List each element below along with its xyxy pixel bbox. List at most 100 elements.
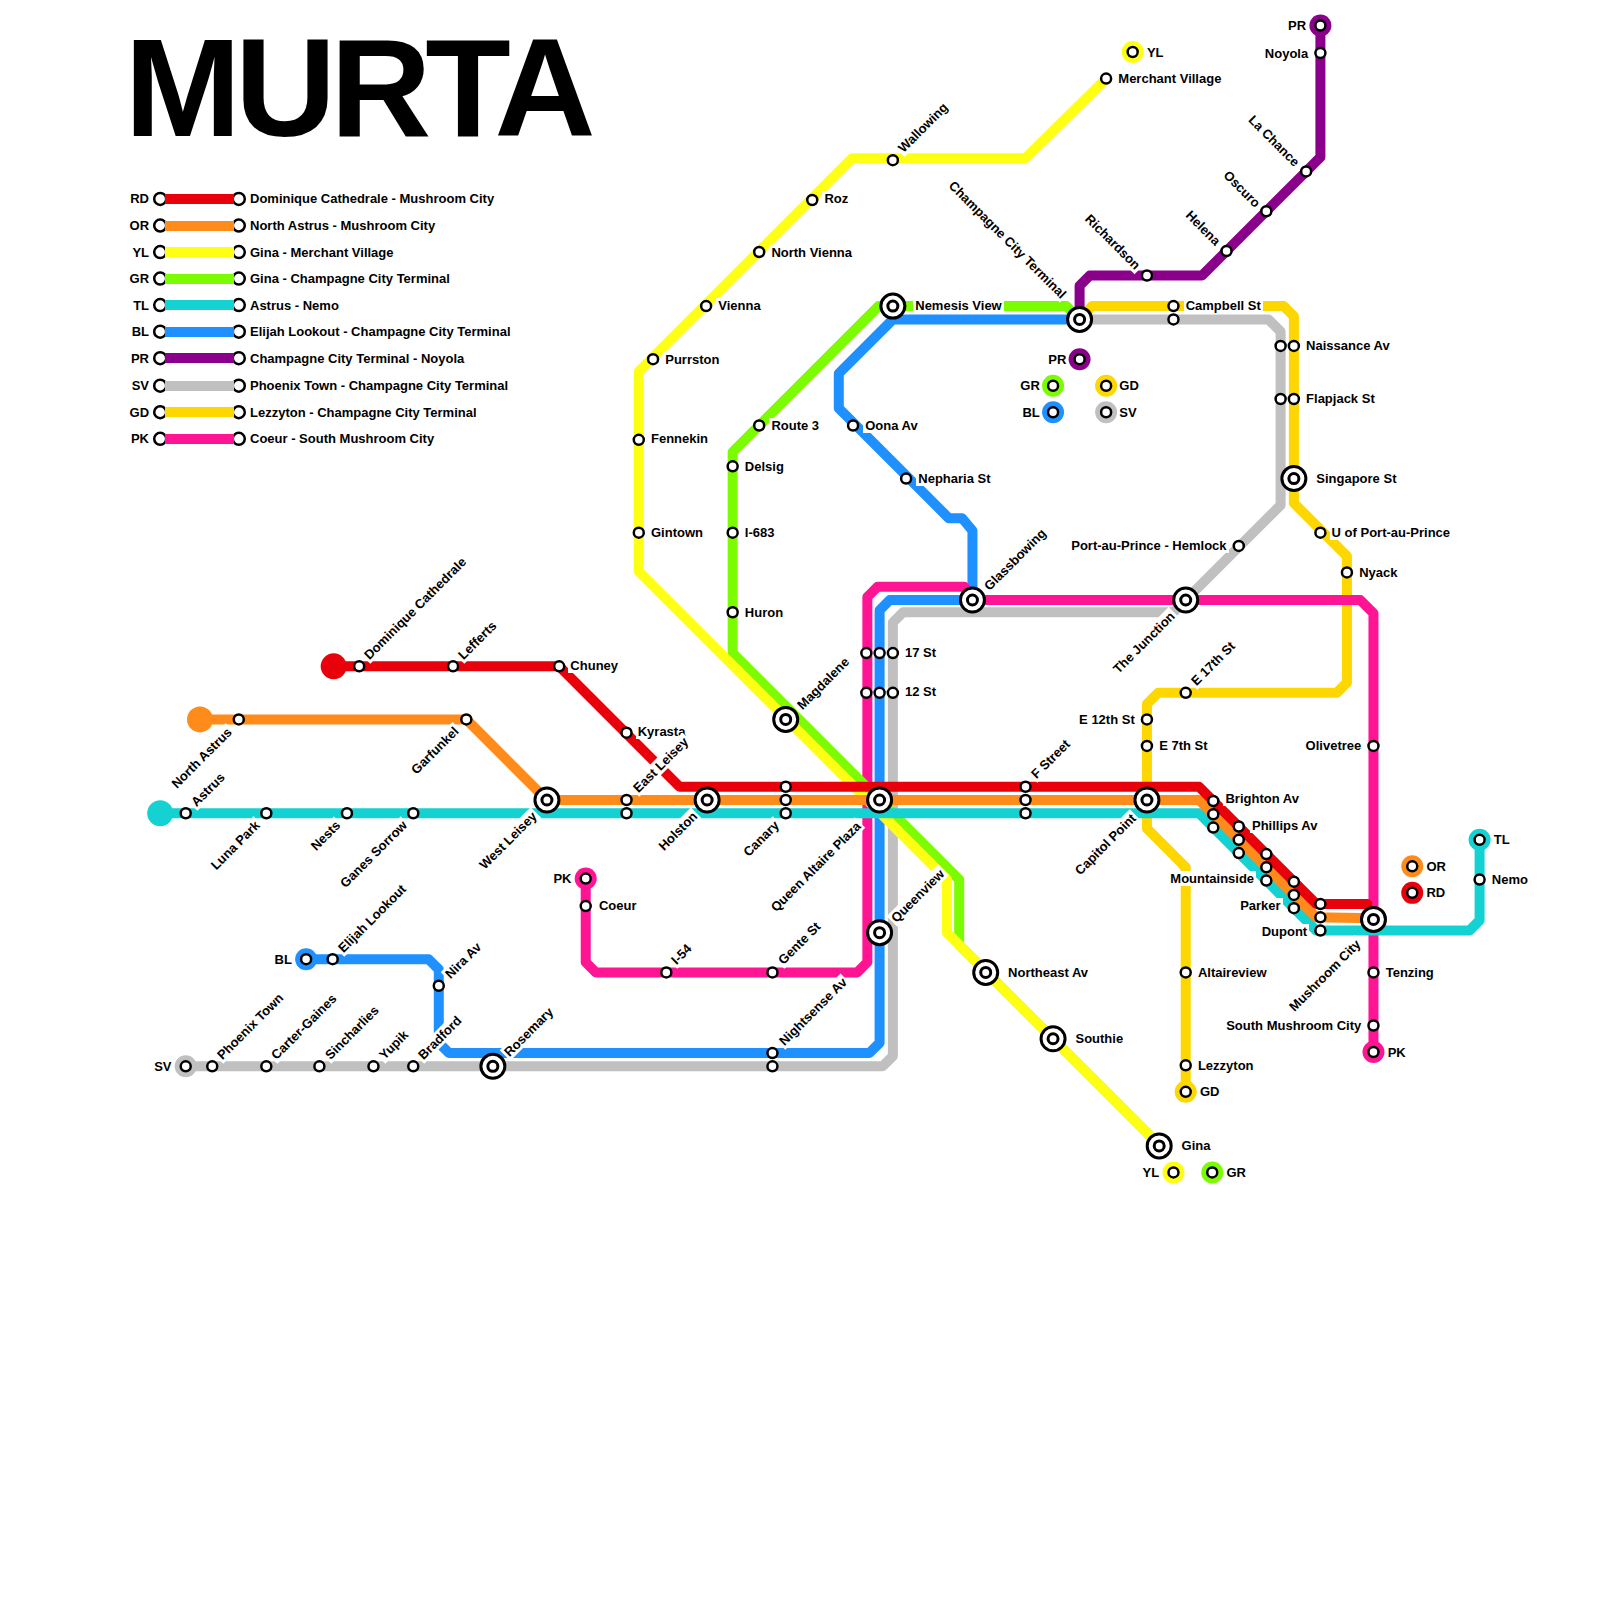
station-marker <box>622 795 632 805</box>
station-marker <box>781 795 791 805</box>
station-marker <box>888 688 898 698</box>
badge-disc <box>1162 1161 1184 1183</box>
station-marker <box>901 474 911 484</box>
line-badge <box>1122 41 1144 63</box>
badge-disc <box>1469 829 1491 851</box>
station-marker <box>661 967 671 977</box>
station-marker <box>1261 849 1271 859</box>
station-label: Delsig <box>743 459 786 474</box>
badge-core <box>1181 1087 1191 1097</box>
interchange-core <box>542 795 552 805</box>
station-marker <box>1289 394 1299 404</box>
badge-disc <box>1095 375 1117 397</box>
station-label: Huron <box>743 605 785 620</box>
station-label: Fennekin <box>649 431 710 446</box>
interchange-core <box>488 1061 498 1071</box>
line-code: BL <box>130 324 151 339</box>
station-label: 17 St <box>903 645 938 660</box>
station-marker <box>207 1061 217 1071</box>
station-marker <box>581 901 591 911</box>
legend-end-marker <box>233 352 245 364</box>
station-label: Altaireview <box>1196 965 1269 980</box>
station-label: Gente St <box>773 917 824 968</box>
station-marker <box>1021 782 1031 792</box>
terminal-code: GR <box>1224 1165 1248 1180</box>
station-label: U of Port-au-Prince <box>1330 525 1452 540</box>
badge-core <box>301 954 311 964</box>
interchange-core <box>1368 914 1378 924</box>
terminal-code: TL <box>1492 832 1512 847</box>
station-marker <box>354 661 364 671</box>
legend-text: North Astrus - Mushroom City <box>250 218 435 233</box>
station-label: Coeur <box>597 898 639 913</box>
legend-end-marker <box>233 220 245 232</box>
track-line <box>1080 26 1321 320</box>
station-label: I-54 <box>667 939 696 968</box>
line-code: TL <box>131 298 151 313</box>
badge-disc <box>1401 882 1423 904</box>
station-marker <box>1101 74 1111 84</box>
station-label: Nyack <box>1357 565 1399 580</box>
map-title: MURTA <box>124 18 589 158</box>
interchange-marker <box>1135 788 1159 812</box>
station-marker <box>767 967 777 977</box>
terminal-code: PK <box>1386 1045 1408 1060</box>
station-marker <box>1181 688 1191 698</box>
line-badge <box>1401 855 1423 877</box>
track-line <box>639 79 1159 1145</box>
station-label: Chuney <box>568 658 620 673</box>
station-marker <box>408 808 418 818</box>
station-label: Lezzyton <box>1196 1058 1256 1073</box>
station-marker <box>434 981 444 991</box>
station-marker <box>1234 822 1244 832</box>
interchange-core <box>1048 1034 1058 1044</box>
line-code: YL <box>130 245 151 260</box>
line-badge <box>295 948 317 970</box>
line-badge <box>175 1055 197 1077</box>
station-marker <box>1289 890 1299 900</box>
interchange-core <box>1075 314 1085 324</box>
interchange-marker <box>1041 1027 1065 1051</box>
station-label: Campbell St <box>1184 298 1263 313</box>
interchange-ring <box>695 788 719 812</box>
station-label: 12 St <box>903 684 938 699</box>
legend-end-marker <box>233 406 245 418</box>
station-label: Northeast Av <box>1006 965 1090 980</box>
station-marker <box>314 1061 324 1071</box>
line-code: PK <box>129 431 151 446</box>
station-label: Richardson <box>1081 210 1145 274</box>
interchange-marker <box>1361 907 1385 931</box>
station-label: Port-au-Prince - Hemlock <box>1069 538 1228 553</box>
station-marker <box>1234 848 1244 858</box>
station-marker <box>1368 967 1378 977</box>
terminal-code: BL <box>1020 405 1041 420</box>
interchange-core <box>1289 474 1299 484</box>
badge-disc <box>295 948 317 970</box>
interchange-ring <box>974 960 998 984</box>
interchange-ring <box>1135 788 1159 812</box>
station-marker <box>634 528 644 538</box>
interchange-marker <box>695 788 719 812</box>
line-code: GD <box>128 405 152 420</box>
station-marker <box>342 808 352 818</box>
station-marker <box>1261 862 1271 872</box>
line-badge <box>1401 882 1423 904</box>
station-marker <box>1234 541 1244 551</box>
legend-text: Phoenix Town - Champagne City Terminal <box>250 378 508 393</box>
station-marker <box>1368 1021 1378 1031</box>
interchange-ring <box>1282 467 1306 491</box>
station-label: Flapjack St <box>1304 391 1377 406</box>
legend-swatch <box>165 300 233 310</box>
badge-core <box>1075 354 1085 364</box>
interchange-ring <box>535 788 559 812</box>
station-marker <box>767 1048 777 1058</box>
station-marker <box>648 354 658 364</box>
line-badge <box>575 868 597 890</box>
line-badge <box>1175 1081 1197 1103</box>
track-line <box>1080 306 1347 1092</box>
line-badge <box>1162 1161 1184 1183</box>
legend-swatch <box>165 194 233 204</box>
station-marker <box>408 1061 418 1071</box>
station-marker <box>1261 206 1271 216</box>
track-line <box>334 666 1368 904</box>
